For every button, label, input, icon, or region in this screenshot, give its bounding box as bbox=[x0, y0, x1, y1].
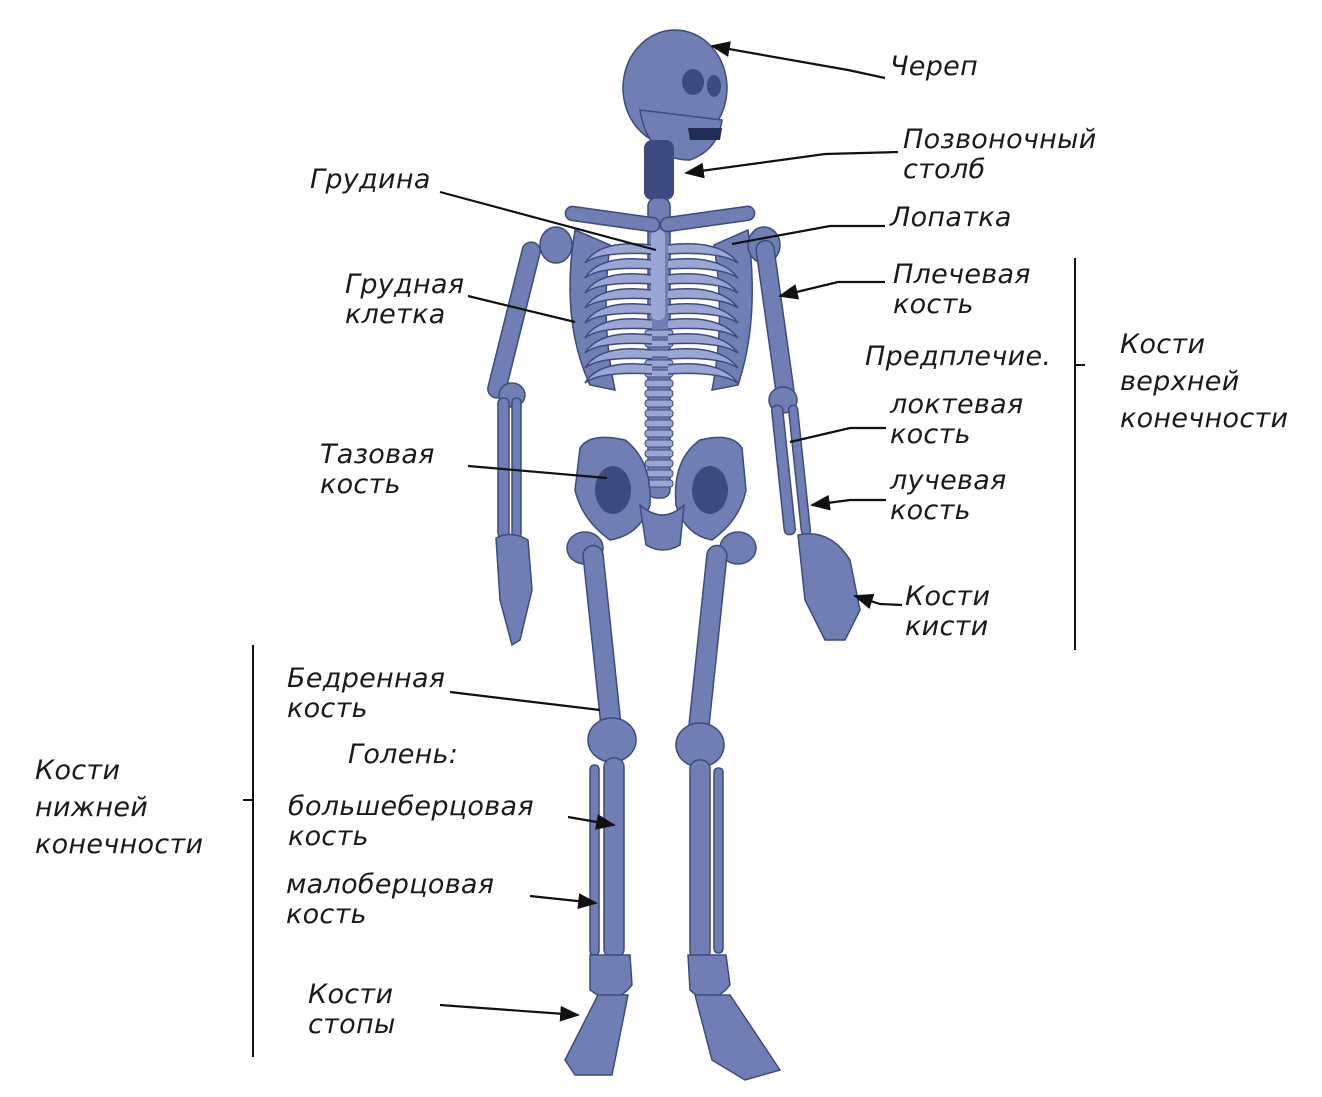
label-pelvis: Тазовая кость bbox=[320, 440, 435, 500]
vertebra bbox=[645, 470, 673, 477]
label-ribcage: Грудная клетка bbox=[345, 270, 464, 330]
label-hand: Кости кисти bbox=[905, 582, 990, 642]
label-radius: лучевая кость bbox=[890, 466, 1007, 526]
vertebra bbox=[645, 430, 673, 437]
leader-foot bbox=[440, 1005, 578, 1015]
label-forearm: Предплечие. bbox=[865, 342, 1051, 372]
label-ribcage-line1: Грудная bbox=[345, 270, 464, 300]
label-radius-line2: кость bbox=[890, 496, 1007, 526]
label-fibula-line1: малоберцовая bbox=[286, 870, 494, 900]
label-sternum: Грудина bbox=[310, 165, 431, 195]
vertebra bbox=[645, 380, 673, 387]
label-hand-line1: Кости bbox=[905, 582, 990, 612]
label-lower-group-line3: конечности bbox=[35, 826, 203, 863]
leader-fibula bbox=[530, 896, 596, 903]
label-upper-group-line1: Кости bbox=[1120, 326, 1288, 363]
label-femur-line1: Бедренная bbox=[287, 664, 445, 694]
label-upper-group-line2: верхней bbox=[1120, 363, 1288, 400]
label-spine: Позвоночный столб bbox=[903, 125, 1097, 185]
label-hand-line2: кисти bbox=[905, 612, 990, 642]
label-femur: Бедренная кость bbox=[287, 664, 445, 724]
label-foot-line2: стопы bbox=[308, 1010, 396, 1040]
label-scapula: Лопатка bbox=[890, 203, 1012, 233]
label-humerus: Плечевая кость bbox=[893, 260, 1031, 320]
label-ulna: локтевая кость bbox=[890, 390, 1024, 450]
vertebra bbox=[645, 460, 673, 467]
label-radius-line1: лучевая bbox=[890, 466, 1007, 496]
leg-left bbox=[565, 532, 636, 1075]
leader-ulna bbox=[790, 428, 886, 442]
vertebra bbox=[645, 440, 673, 447]
label-humerus-line2: кость bbox=[893, 290, 1031, 320]
label-lower-limb-group: Кости нижней конечности bbox=[35, 752, 203, 863]
label-tibia: большеберцовая кость bbox=[288, 792, 534, 852]
label-pelvis-line2: кость bbox=[320, 470, 435, 500]
label-ribcage-line2: клетка bbox=[345, 300, 464, 330]
vertebra bbox=[645, 420, 673, 427]
vertebra bbox=[645, 410, 673, 417]
label-upper-group-line3: конечности bbox=[1120, 400, 1288, 437]
vertebra bbox=[645, 450, 673, 457]
label-pelvis-line1: Тазовая bbox=[320, 440, 435, 470]
label-foot-line1: Кости bbox=[308, 980, 396, 1010]
label-skull: Череп bbox=[890, 52, 978, 82]
vertebra bbox=[645, 400, 673, 407]
label-lower-group-line2: нижней bbox=[35, 789, 203, 826]
leader-skull bbox=[712, 46, 885, 78]
arm-right bbox=[748, 227, 860, 640]
label-fibula: малоберцовая кость bbox=[286, 870, 494, 930]
label-tibia-line1: большеберцовая bbox=[288, 792, 534, 822]
label-tibia-line2: кость bbox=[288, 822, 534, 852]
leader-radius bbox=[812, 500, 886, 505]
label-spine-line2: столб bbox=[903, 155, 1097, 185]
label-foot: Кости стопы bbox=[308, 980, 396, 1040]
arm-left bbox=[486, 227, 572, 645]
skeleton-figure bbox=[486, 30, 860, 1080]
skull-bone bbox=[623, 30, 727, 160]
leader-spine bbox=[686, 152, 898, 173]
label-femur-line2: кость bbox=[287, 694, 445, 724]
leader-hand bbox=[855, 596, 902, 605]
leader-femur bbox=[450, 692, 600, 710]
clavicle-right bbox=[659, 205, 755, 232]
label-fibula-line2: кость bbox=[286, 900, 494, 930]
label-upper-limb-group: Кости верхней конечности bbox=[1120, 326, 1288, 437]
leader-humerus bbox=[780, 282, 885, 296]
label-lower-group-line1: Кости bbox=[35, 752, 203, 789]
vertebra bbox=[645, 390, 673, 397]
label-ulna-line1: локтевая bbox=[890, 390, 1024, 420]
label-humerus-line1: Плечевая bbox=[893, 260, 1031, 290]
label-ulna-line2: кость bbox=[890, 420, 1024, 450]
label-spine-line1: Позвоночный bbox=[903, 125, 1097, 155]
leg-right bbox=[676, 532, 780, 1080]
label-shin: Голень: bbox=[348, 740, 458, 770]
